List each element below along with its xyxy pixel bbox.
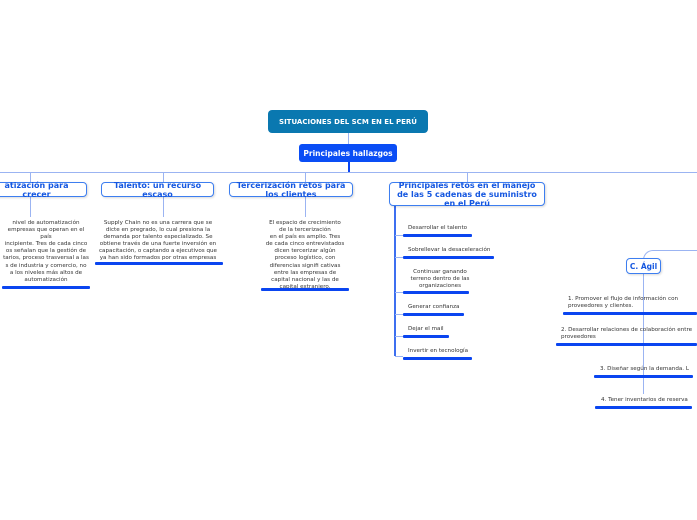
connector: [395, 314, 403, 315]
connector: [348, 133, 349, 144]
connector: [394, 206, 396, 356]
connector: [643, 274, 644, 394]
connector: [395, 235, 403, 236]
branch-automation-node[interactable]: atización para crecer: [0, 181, 87, 199]
challenge-item[interactable]: Invertir en tecnología: [408, 348, 469, 354]
underline: [261, 288, 349, 291]
agile-item[interactable]: 2. Desarrollar relaciones de colaboració…: [561, 327, 693, 340]
branch-outsourcing-node[interactable]: Tercerización retos para los clientes: [229, 181, 353, 199]
underline: [594, 375, 693, 378]
challenge-item[interactable]: Continuar ganando terreno dentro de las …: [410, 269, 470, 289]
connector: [395, 356, 403, 357]
connector: [395, 292, 403, 293]
underline: [403, 256, 494, 259]
challenge-item[interactable]: Sobrellevar la desaceleración: [408, 247, 491, 253]
underline: [403, 291, 469, 294]
underline: [95, 262, 223, 265]
connector: [305, 197, 306, 217]
connector: [395, 336, 403, 337]
underline: [403, 313, 464, 316]
connector: [0, 172, 697, 173]
branch-challenges-node[interactable]: Principales retos en el manejo de las 5 …: [389, 181, 545, 208]
challenge-item[interactable]: Desarrollar el talento: [408, 225, 468, 231]
connector: [163, 197, 164, 217]
connector: [348, 162, 350, 172]
underline: [556, 343, 697, 346]
connector: [30, 172, 31, 182]
underline: [563, 312, 697, 315]
connector: [467, 172, 468, 182]
agile-item[interactable]: 4. Tener inventarios de reserva: [601, 397, 688, 403]
agile-item[interactable]: 1. Promover el flujo de información con …: [568, 296, 679, 309]
agile-item[interactable]: 3. Diseñar según la demanda. L: [600, 366, 689, 372]
underline: [403, 335, 449, 338]
connector: [30, 197, 31, 217]
challenge-item[interactable]: Generar confianza: [408, 304, 460, 310]
underline: [2, 285, 90, 289]
challenge-item[interactable]: Dejar el mail: [408, 326, 444, 332]
agile-node[interactable]: C. Ágil: [626, 258, 661, 274]
connector: [163, 172, 164, 182]
underline: [595, 406, 692, 409]
underline: [403, 234, 472, 237]
root-node[interactable]: SITUACIONES DEL SCM EN EL PERÚ: [268, 110, 428, 133]
branch-talent-node[interactable]: Talento: un recurso escaso: [101, 181, 214, 199]
connector: [395, 257, 403, 258]
main-findings-node[interactable]: Principales hallazgos: [299, 144, 397, 162]
underline: [403, 357, 472, 360]
connector: [305, 172, 306, 182]
